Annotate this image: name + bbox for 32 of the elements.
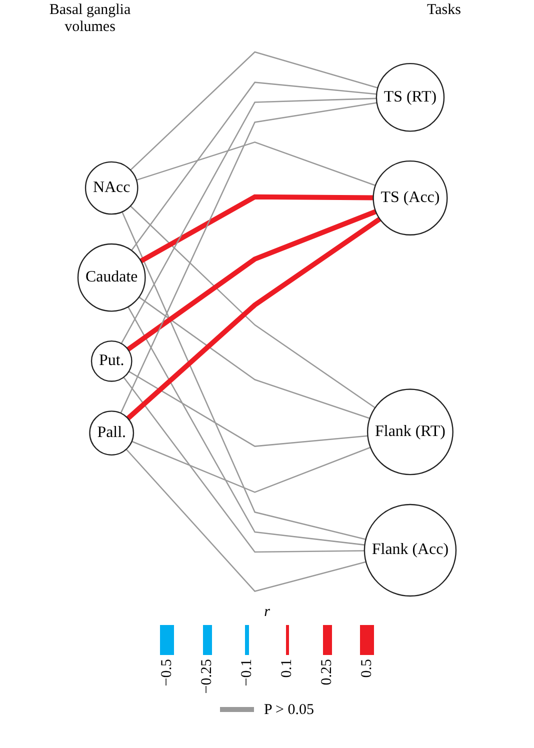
legend-label: −0.5	[158, 659, 176, 686]
connector	[136, 141, 376, 186]
connector	[130, 82, 377, 251]
connector	[120, 98, 376, 344]
node-circle: Put.	[90, 340, 132, 382]
connector	[126, 448, 366, 592]
column-heading: Tasks	[426, 2, 462, 19]
connector	[128, 370, 368, 447]
node-circle: Caudate	[77, 243, 146, 312]
node-circle: TS (RT)	[376, 62, 445, 132]
legend-label: 0.1	[278, 659, 296, 678]
column-heading: Basal ganglia volumes	[48, 2, 132, 36]
node-circle: Pall.	[89, 410, 134, 456]
node-circle: TS (Acc)	[372, 160, 448, 236]
connector	[130, 51, 378, 171]
connector	[122, 212, 366, 540]
connector	[138, 296, 370, 419]
node-circle: Flank (RT)	[366, 388, 454, 476]
legend-label: P > 0.05	[264, 702, 314, 719]
legend-label: −0.25	[198, 659, 216, 694]
connector	[126, 209, 377, 352]
legend-label: 0.25	[318, 659, 336, 686]
connector	[140, 194, 374, 264]
connector	[128, 306, 365, 546]
node-circle: NAcc	[84, 161, 138, 215]
node-circle: Flank (Acc)	[364, 504, 457, 597]
connector	[123, 376, 364, 553]
legend-label: 0.5	[358, 659, 376, 678]
connector	[132, 440, 371, 493]
legend-title: r	[264, 604, 270, 621]
legend-label: −0.1	[238, 659, 256, 686]
connector	[120, 102, 377, 414]
